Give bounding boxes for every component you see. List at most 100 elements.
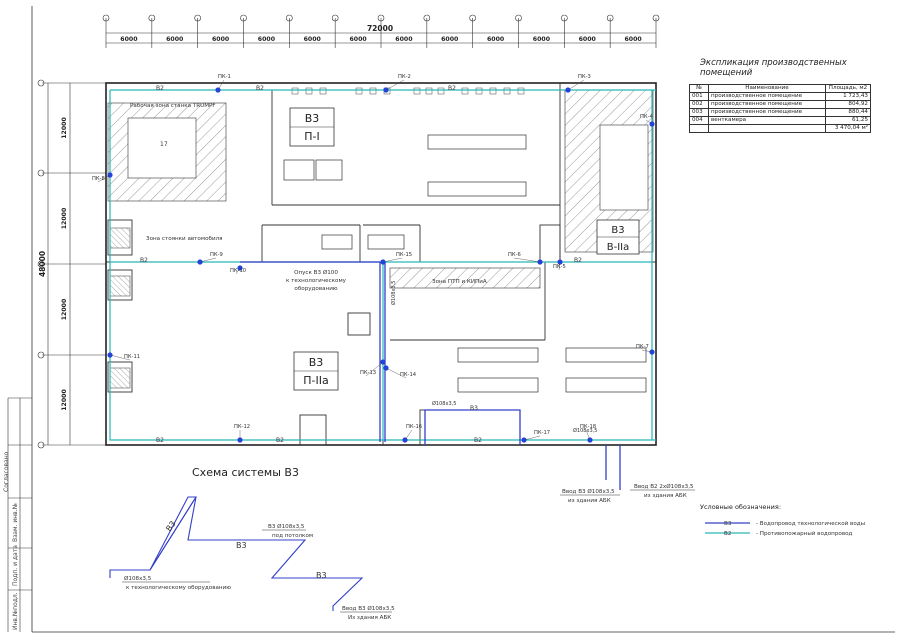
b2-label: В2 <box>140 257 148 264</box>
axis-marker <box>606 14 614 22</box>
hydrant-label: ПК-15 <box>396 252 412 258</box>
hydrant-leader <box>199 257 217 263</box>
column-dim-label: 6000 <box>304 36 322 43</box>
axis-marker <box>515 14 522 22</box>
table-cell <box>708 124 826 133</box>
row-dim-label: 12000 <box>61 117 68 139</box>
hydrant-label: ПК-6 <box>508 252 521 258</box>
room-p2a: В3 П-IIа <box>293 351 339 391</box>
legend-b2-code: В2 <box>724 531 731 537</box>
legend-title: Условные обозначения: <box>700 503 782 511</box>
input-b3-line1: Ввод В3 Ø108х3,5 <box>562 488 615 495</box>
room-17-label: 17 <box>160 141 168 148</box>
room-v2a: В3 В-IIа <box>596 219 640 255</box>
stamp-agreed: Согласовано <box>3 451 10 492</box>
total-width-label: 72000 <box>367 24 393 33</box>
hydrant-label: ПК-10 <box>230 268 246 274</box>
table-cell: 880,44 <box>825 108 871 117</box>
hydrant-label: ПК-1 <box>218 74 231 80</box>
hydrant-label: ПК-8 <box>92 176 105 182</box>
table-total: 3 470,04 м² <box>825 124 871 133</box>
row-dim-label: 12000 <box>61 389 68 411</box>
legend-b3-code: В3 <box>724 521 732 527</box>
hydrant-leader <box>641 349 653 353</box>
b2-label: В2 <box>574 257 582 264</box>
equipment <box>283 134 647 393</box>
schema-under-ceiling-2: под потолком <box>272 533 313 539</box>
hydrant-leader <box>217 79 225 91</box>
axis-marker <box>37 441 45 449</box>
ceiling-unit <box>489 87 497 95</box>
drop-label-3: оборудованию <box>294 286 337 292</box>
hydrant-leader <box>109 354 131 361</box>
drop-label-1: Опуск В3 Ø100 <box>294 269 338 276</box>
ceiling-unit <box>291 87 299 95</box>
ceiling-unit <box>319 87 327 95</box>
hydrant-leader <box>523 435 541 441</box>
axis-marker <box>37 260 45 268</box>
left-dimensions <box>42 82 106 446</box>
axis-marker <box>561 14 568 22</box>
table-cell: производственное помещение <box>708 100 826 109</box>
hydrant-label: ПК-17 <box>534 430 550 436</box>
ceiling-unit <box>355 87 363 95</box>
table-cell: производственное помещение <box>708 92 826 101</box>
explication-title: Экспликация производственных помещений <box>700 58 847 78</box>
hydrant-label: ПК-12 <box>234 424 250 430</box>
zone-tpp-label: Зона ПТП и КИПиА <box>432 279 487 285</box>
axis-marker <box>37 169 45 177</box>
axis-marker <box>102 14 110 22</box>
table-row: 001 производственное помещение 1 723,43 <box>689 92 871 101</box>
zone-trumpf-label: Рабочая зона станка TRUMPF <box>130 103 216 109</box>
hydrant-label: ПК-18 <box>580 424 596 430</box>
hydrant-label: ПК-11 <box>124 354 140 360</box>
column-dim-label: 6000 <box>579 36 597 43</box>
axis-marker <box>240 14 247 22</box>
room-p1: В3 П-I <box>289 107 335 147</box>
b3-schema: В3 В3 В3 В3 Ø108х3,5 под потолком Ø108х3… <box>109 496 395 621</box>
axis-marker <box>423 14 431 22</box>
stair-blocks <box>109 227 131 389</box>
table-total-row: 3 470,04 м² <box>689 124 871 133</box>
axis-marker <box>331 14 339 22</box>
ceiling-unit <box>503 87 511 95</box>
hydrant-label: ПК-5 <box>553 264 566 270</box>
ceiling-units <box>291 87 525 95</box>
hydrant-label: ПК-14 <box>400 372 417 378</box>
ceiling-unit <box>437 87 445 95</box>
table-header-row: № Наименование Площадь, м2 <box>689 84 871 93</box>
drop-label-2: к технологическому <box>286 278 347 284</box>
hydrant-leader <box>558 261 561 271</box>
input-b2-line1: Ввод В2 2хØ108х3,5 <box>634 483 694 490</box>
hydrant-leader <box>385 367 407 379</box>
axis-marker <box>286 14 293 22</box>
table-cell: 004 <box>689 116 709 125</box>
pipe-108-label: Ø108х3,5 <box>432 400 456 407</box>
schema-to-equipment-1: Ø108х3,5 <box>124 575 152 582</box>
schema-b3-low: В3 <box>316 571 327 580</box>
hydrant-leader <box>382 257 403 263</box>
building-outline <box>105 82 657 446</box>
schema-to-equipment-2: к технологическому оборудованию <box>126 585 231 591</box>
tpp-zone <box>389 267 541 289</box>
ceiling-unit <box>461 87 469 95</box>
pipe-108-label: Ø108х3,5 <box>573 427 597 434</box>
b3-label: В3 <box>470 405 478 412</box>
table-row: 003 производственное помещение 880,44 <box>689 108 871 117</box>
hydrant-leader <box>235 267 241 275</box>
column-dim-label: 6000 <box>533 36 551 43</box>
room-p2a-name: П-IIа <box>303 374 328 387</box>
table-cell: 003 <box>689 108 709 117</box>
table-cell: 1 723,43 <box>825 92 871 101</box>
axis-marker <box>148 14 156 22</box>
schema-input-2: Из здания АБК <box>348 615 391 621</box>
table-row: 004 венткамера 61,25 <box>689 116 871 125</box>
b2-label: В2 <box>448 85 456 92</box>
room-p1-name: П-I <box>304 130 320 143</box>
column-dim-label: 6000 <box>120 36 138 43</box>
schema-input-1: Ввод В3 Ø108х3,5 <box>342 605 395 612</box>
table-row: 002 производственное помещение 804,92 <box>689 100 871 109</box>
